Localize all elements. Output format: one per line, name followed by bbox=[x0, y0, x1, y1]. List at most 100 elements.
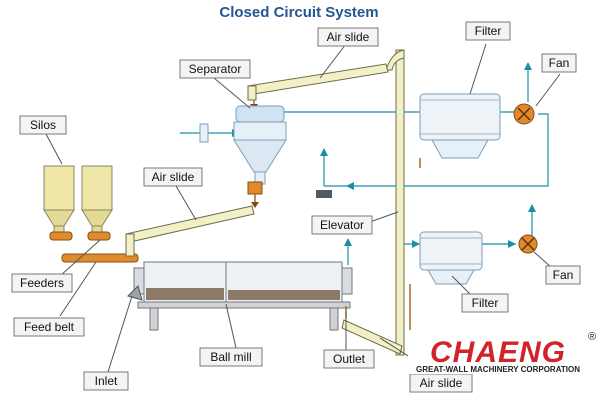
label-box bbox=[317, 27, 379, 47]
label-text: Feeders bbox=[20, 276, 64, 290]
mill-outlet-head bbox=[341, 267, 353, 295]
air-slide-bottom bbox=[341, 319, 403, 355]
leader-separator bbox=[213, 77, 251, 109]
fan-top bbox=[513, 103, 535, 125]
label-box bbox=[13, 317, 85, 337]
air-slide-top-trough bbox=[247, 63, 389, 95]
leader-silos bbox=[45, 133, 63, 165]
label-box bbox=[199, 347, 263, 367]
air-flow-lines bbox=[180, 62, 549, 265]
leader-elevator bbox=[369, 211, 399, 223]
silo-1-body bbox=[43, 165, 75, 211]
mill-support-left bbox=[149, 307, 159, 331]
label-box bbox=[83, 371, 129, 391]
silo-1-cone bbox=[43, 209, 75, 227]
leader-air-slide-left bbox=[175, 185, 197, 221]
label-text: Inlet bbox=[95, 374, 118, 388]
elevator bbox=[385, 49, 405, 356]
leader-ball-mill bbox=[225, 303, 237, 349]
label-separator: Separator bbox=[179, 59, 251, 79]
air-slide-top-drop bbox=[247, 85, 257, 101]
label-text: Elevator bbox=[320, 218, 364, 232]
leader-lines bbox=[45, 43, 561, 373]
leader-filter-top bbox=[469, 43, 487, 95]
label-feed-belt: Feed belt bbox=[13, 317, 85, 337]
filter-bottom bbox=[409, 231, 483, 330]
fan-bottom bbox=[518, 234, 538, 254]
arrow-right-icon bbox=[412, 240, 420, 248]
feeders bbox=[49, 231, 111, 241]
air-slide-left-drop bbox=[125, 233, 135, 257]
return-damper bbox=[316, 190, 332, 198]
feeder-1 bbox=[49, 231, 73, 241]
mill-base bbox=[137, 301, 351, 309]
label-fan-top: Fan bbox=[541, 53, 577, 73]
leader-fan-bottom bbox=[533, 251, 553, 269]
silo-2-body bbox=[81, 165, 113, 211]
logo-backdrop bbox=[408, 330, 594, 374]
label-text: Outlet bbox=[333, 352, 366, 366]
air-slide-top bbox=[247, 63, 389, 110]
leader-feed-belt bbox=[59, 261, 97, 317]
silo-1-outlet bbox=[53, 225, 65, 233]
label-outlet: Outlet bbox=[323, 349, 375, 369]
label-ball-mill: Ball mill bbox=[199, 347, 263, 367]
leader-filter-bottom bbox=[451, 275, 471, 295]
inlet-damper bbox=[199, 123, 209, 143]
label-box bbox=[11, 273, 73, 293]
separator bbox=[233, 105, 287, 208]
separator-rotary-valve bbox=[247, 181, 263, 195]
chaeng-logo: CHAENG ® GREAT-WALL MACHINERY CORPORATIO… bbox=[408, 330, 596, 374]
label-box bbox=[311, 215, 373, 235]
label-box bbox=[323, 349, 375, 369]
arrow-right-icon bbox=[508, 240, 516, 248]
label-feeders: Feeders bbox=[11, 273, 73, 293]
arrow-down-icon bbox=[251, 202, 259, 208]
fan-bottom-rotor-icon bbox=[521, 237, 535, 251]
label-box bbox=[541, 53, 577, 73]
fan-top-rotor-icon bbox=[517, 107, 531, 121]
label-box bbox=[143, 167, 203, 187]
label-text: Feed belt bbox=[24, 320, 75, 334]
elevator-head bbox=[385, 49, 405, 71]
label-text: Fan bbox=[549, 56, 570, 70]
label-inlet: Inlet bbox=[83, 371, 129, 391]
leader-fan-top bbox=[535, 73, 561, 107]
air-slide-left-trough bbox=[125, 205, 255, 243]
leader-inlet bbox=[107, 295, 133, 373]
filter-top-hopper bbox=[431, 139, 489, 159]
filter-top bbox=[419, 93, 501, 168]
filter-bottom-hopper bbox=[427, 269, 475, 285]
label-air-slide-left: Air slide bbox=[143, 167, 203, 187]
leader-feeders bbox=[59, 239, 101, 277]
leader-air-slide-top bbox=[319, 43, 347, 79]
mill-support-right bbox=[329, 307, 339, 331]
arrow-left-icon bbox=[346, 182, 354, 190]
feed-belt bbox=[61, 253, 139, 263]
diagram-title: Closed Circuit System bbox=[219, 4, 378, 21]
label-text: Air slide bbox=[152, 170, 195, 184]
label-elevator: Elevator bbox=[311, 215, 373, 235]
label-text: Filter bbox=[475, 24, 502, 38]
arrow-up-icon bbox=[528, 204, 536, 212]
label-fan-bottom: Fan bbox=[545, 265, 581, 285]
label-box bbox=[19, 115, 67, 135]
feeder-2 bbox=[87, 231, 111, 241]
label-text: Ball mill bbox=[210, 350, 251, 364]
logo-tagline: GREAT-WALL MACHINERY CORPORATION bbox=[416, 365, 580, 374]
silo-2-cone bbox=[81, 209, 113, 227]
label-filter-top: Filter bbox=[465, 21, 511, 41]
label-text: Separator bbox=[189, 62, 242, 76]
label-air-slide-top: Air slide bbox=[317, 27, 379, 47]
arrow-up-icon bbox=[320, 148, 328, 156]
logo-registered-mark: ® bbox=[588, 331, 596, 343]
elevator-shaft bbox=[395, 49, 405, 356]
label-box bbox=[179, 59, 251, 79]
filter-top-body bbox=[419, 93, 501, 141]
label-text: Air slide bbox=[327, 30, 370, 44]
ball-mill bbox=[127, 261, 353, 331]
mill-charge-chamber-2 bbox=[228, 290, 340, 300]
label-filter-bottom: Filter bbox=[461, 293, 509, 313]
